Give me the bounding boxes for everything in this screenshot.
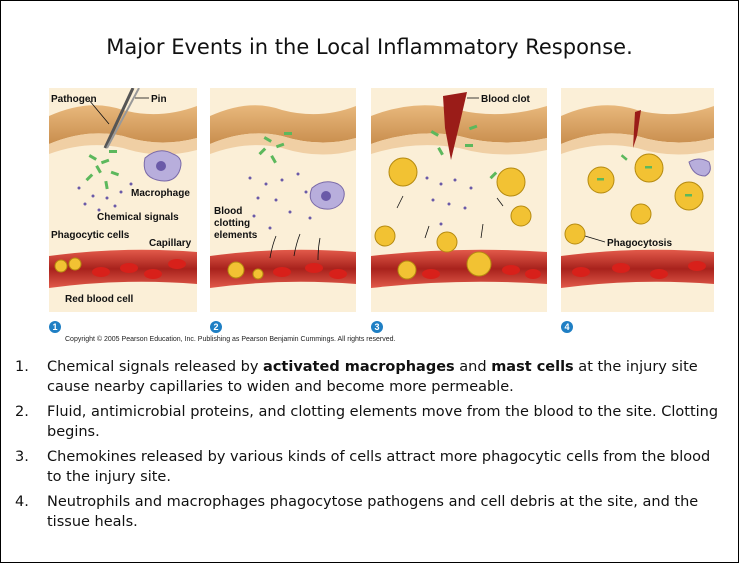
healed-wound <box>633 110 641 148</box>
pathogens <box>430 124 498 180</box>
step-1-bold-a: activated macrophages <box>263 359 455 375</box>
phagocytic-cells <box>227 261 264 280</box>
red-blood-cells <box>422 265 541 279</box>
step-4-text: Neutrophils and macrophages phagocytose … <box>47 494 699 530</box>
label-capillary: Capillary <box>149 238 192 249</box>
step-1-text-b: and <box>454 359 492 375</box>
pathogens <box>85 150 120 190</box>
phagocytic-cells <box>54 257 82 273</box>
label-phagocytic-cells: Phagocytic cells <box>51 230 130 241</box>
panel-2-number: 2 <box>210 321 222 333</box>
pin <box>103 88 135 149</box>
label-pin: Pin <box>151 94 167 105</box>
copyright-notice: Copyright © 2005 Pearson Education, Inc.… <box>65 336 396 343</box>
engulfed-pathogens <box>597 154 692 197</box>
chemical-signals <box>77 182 133 212</box>
label-chemical-signals: Chemical signals <box>97 212 179 223</box>
label-blood-clotting-1: Blood <box>214 206 242 217</box>
slide-title: Major Events in the Local Inflammatory R… <box>106 35 633 59</box>
step-2: 2. Fluid, antimicrobial proteins, and cl… <box>15 402 727 442</box>
step-2-number: 2. <box>15 404 29 420</box>
step-3-text: Chemokines released by various kinds of … <box>47 449 711 485</box>
label-red-blood-cell: Red blood cell <box>65 294 134 305</box>
label-blood-clotting-2: clotting <box>214 218 250 229</box>
label-blood-clot: Blood clot <box>481 94 531 105</box>
macrophage <box>688 158 711 177</box>
migration-arrows <box>269 233 321 261</box>
panel-4-number: 4 <box>561 321 573 333</box>
step-1-number: 1. <box>15 359 29 375</box>
capillary <box>561 249 714 288</box>
step-1-text-a: Chemical signals released by <box>47 359 264 375</box>
panel-2-illustration: Blood clotting elements <box>210 88 356 312</box>
phagocytic-cells <box>374 157 532 280</box>
label-blood-clotting-3: elements <box>214 230 258 241</box>
red-blood-cells <box>273 263 347 279</box>
capillary <box>371 249 547 288</box>
panel-1-number: 1 <box>49 321 61 333</box>
skin-layer <box>49 105 197 144</box>
panel-4: Phagocytosis <box>561 88 714 312</box>
panel-2: Blood clotting elements <box>210 88 356 312</box>
pathogens <box>258 132 292 164</box>
step-1-text-c: at the injury site cause nearby capillar… <box>47 359 698 395</box>
step-3-number: 3. <box>15 449 29 465</box>
migration-arrows <box>396 195 504 239</box>
step-4: 4. Neutrophils and macrophages phagocyto… <box>15 492 727 532</box>
chemical-signals <box>248 172 312 230</box>
label-pathogen: Pathogen <box>51 94 97 105</box>
red-blood-cells <box>92 259 186 279</box>
step-1-bold-b: mast cells <box>491 359 574 375</box>
label-macrophage: Macrophage <box>131 188 190 199</box>
panel-3-number: 3 <box>371 321 383 333</box>
step-4-number: 4. <box>15 494 29 510</box>
blood-clot <box>443 92 467 160</box>
chemical-signals <box>425 176 473 226</box>
panel-1-illustration: Pathogen Pin Macrophage Chemical signals… <box>49 88 197 312</box>
step-2-text: Fluid, antimicrobial proteins, and clott… <box>47 404 719 440</box>
skin-layer <box>210 105 356 144</box>
panel-1: Pathogen Pin Macrophage Chemical signals… <box>49 88 197 312</box>
panel-3-illustration: Blood clot <box>371 88 547 312</box>
step-3: 3. Chemokines released by various kinds … <box>15 447 727 487</box>
steps-list: 1. Chemical signals released by activate… <box>15 357 727 537</box>
panel-4-illustration: Phagocytosis <box>561 88 714 312</box>
label-phagocytosis: Phagocytosis <box>607 238 672 249</box>
step-1: 1. Chemical signals released by activate… <box>15 357 727 397</box>
panel-3: Blood clot <box>371 88 547 312</box>
red-blood-cells <box>572 261 706 279</box>
